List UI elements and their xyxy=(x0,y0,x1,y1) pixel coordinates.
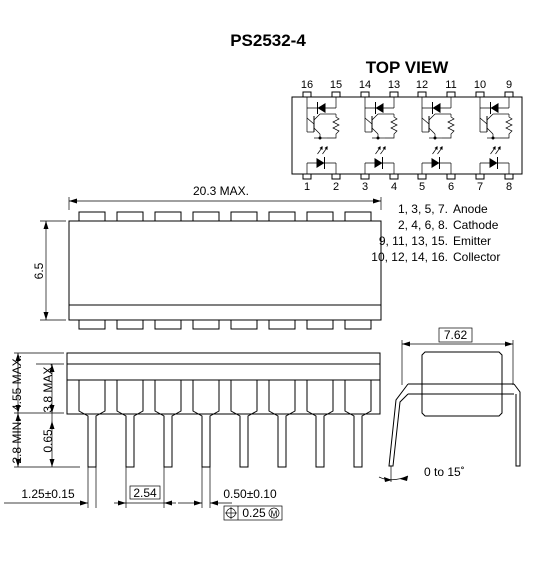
part-title: PS2532-4 xyxy=(230,31,306,50)
top-view-pin xyxy=(389,173,399,180)
legend-anode-name: Anode xyxy=(453,202,488,216)
pitch-dimension: 2.54 xyxy=(133,486,157,500)
top-view-heading: TOP VIEW xyxy=(366,58,449,77)
plan-top-pin xyxy=(192,211,220,222)
pin-legend: 1, 3, 5, 7. Anode 2, 4, 6, 8. Cathode 9,… xyxy=(371,202,500,264)
lead-width-dimension: 0.50±0.10 xyxy=(223,487,277,501)
optocoupler-channel xyxy=(306,97,340,174)
plan-bottom-pin xyxy=(192,319,220,330)
end-view-body xyxy=(421,351,503,417)
top-view-pin xyxy=(446,91,456,98)
side-view: 4.55 MAX. 2.8 MIN. 3.8 MAX. 0.65 1.25±0.… xyxy=(4,352,381,521)
bottom-pin-label: 1 xyxy=(304,181,310,193)
position-tolerance: 0.25 xyxy=(242,506,266,520)
bottom-pin-label: 5 xyxy=(419,181,425,193)
plan-bottom-pin xyxy=(230,319,258,330)
lead-angle-dimension: 0 to 15˚ xyxy=(424,465,465,479)
plan-top-pin xyxy=(268,211,296,222)
side-lead xyxy=(154,380,182,468)
width-dimension: 6.5 xyxy=(32,262,46,279)
plan-top-pin xyxy=(306,211,334,222)
plan-top-pin xyxy=(230,211,258,222)
legend-emitter-pins: 9, 11, 13, 15. xyxy=(379,234,448,248)
top-view-pin xyxy=(302,91,312,98)
bottom-pin-label: 8 xyxy=(506,181,512,193)
plan-top-pin xyxy=(116,211,144,222)
bottom-pin-label: 6 xyxy=(448,181,454,193)
plan-top-pin xyxy=(78,211,106,222)
tolerance-modifier: M xyxy=(271,510,278,519)
top-view-pin xyxy=(331,173,341,180)
top-view-pin xyxy=(417,91,427,98)
side-lead xyxy=(230,380,258,468)
top-pin-label: 9 xyxy=(506,79,512,91)
side-lead xyxy=(78,380,106,468)
optocoupler-channel xyxy=(479,97,513,174)
length-dimension: 20.3 MAX. xyxy=(193,184,249,198)
top-view-pin xyxy=(475,173,485,180)
plan-bottom-pin xyxy=(154,319,182,330)
side-lead xyxy=(306,380,334,468)
package-body-side xyxy=(66,352,381,415)
top-pin-label: 15 xyxy=(330,79,342,91)
top-pin-label: 13 xyxy=(388,79,400,91)
first-pin-offset-dimension: 1.25±0.15 xyxy=(21,487,75,501)
top-pin-label: 12 xyxy=(416,79,428,91)
top-view-pin xyxy=(302,173,312,180)
plan-bottom-pin xyxy=(306,319,334,330)
side-lead xyxy=(344,380,372,468)
top-view-pin xyxy=(389,91,399,98)
optocoupler-channel xyxy=(364,97,398,174)
top-pin-label: 10 xyxy=(474,79,486,91)
top-pin-label: 14 xyxy=(359,79,371,91)
top-pin-label: 11 xyxy=(445,79,456,91)
plan-bottom-pin xyxy=(268,319,296,330)
top-view-pin xyxy=(360,91,370,98)
legend-cathode-pins: 2, 4, 6, 8. xyxy=(398,218,448,232)
bottom-pin-label: 4 xyxy=(391,181,397,193)
top-view-pin xyxy=(446,173,456,180)
optocoupler-channel xyxy=(421,97,455,174)
side-lead xyxy=(192,380,220,468)
top-pin-label: 16 xyxy=(301,79,313,91)
top-view-pin xyxy=(331,91,341,98)
bottom-pin-label: 2 xyxy=(333,181,339,193)
side-lead xyxy=(268,380,296,468)
top-view-pin xyxy=(475,91,485,98)
package-body-top xyxy=(68,220,382,321)
plan-top-pin xyxy=(154,211,182,222)
plan-bottom-pin xyxy=(78,319,106,330)
side-lead xyxy=(116,380,144,468)
legend-cathode-name: Cathode xyxy=(453,218,499,232)
top-view-body xyxy=(291,96,523,175)
bottom-pin-label: 7 xyxy=(477,181,483,193)
top-view-pin xyxy=(417,173,427,180)
lead-length-dimension: 2.8 MIN. xyxy=(10,418,24,463)
bottom-pin-label: 3 xyxy=(362,181,368,193)
body-height-dimension: 3.8 MAX. xyxy=(41,363,55,412)
plan-bottom-pin xyxy=(344,319,372,330)
top-view-pin xyxy=(504,173,514,180)
standoff-dimension: 0.65 xyxy=(41,429,55,453)
legend-anode-pins: 1, 3, 5, 7. xyxy=(398,202,448,216)
plan-bottom-pin xyxy=(116,319,144,330)
legend-collector-name: Collector xyxy=(453,250,500,264)
legend-emitter-name: Emitter xyxy=(453,234,491,248)
end-view: 7.62 0 to 15˚ xyxy=(378,327,521,482)
plan-view: 20.3 MAX. 6.5 xyxy=(32,184,382,330)
legend-collector-pins: 10, 12, 14, 16. xyxy=(371,250,448,264)
top-view-pin xyxy=(504,91,514,98)
total-height-dimension: 4.55 MAX. xyxy=(10,355,24,411)
plan-top-pin xyxy=(344,211,372,222)
top-view-pin xyxy=(360,173,370,180)
row-spacing-dimension: 7.62 xyxy=(444,328,468,342)
